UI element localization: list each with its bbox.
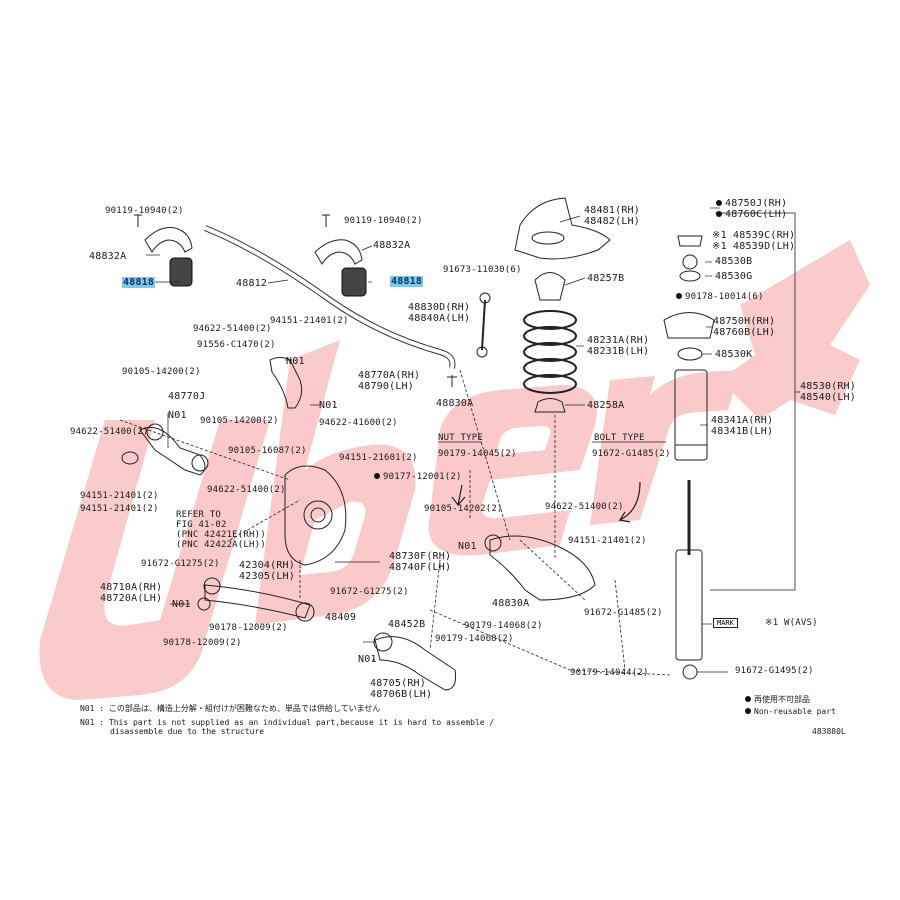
bolt-type-label: BOLT TYPE xyxy=(594,433,645,443)
figure-id: 483880L xyxy=(812,727,846,736)
arm-48730f xyxy=(489,535,596,601)
part-label-90179-a: 90179-14045(2) xyxy=(438,449,517,459)
nut-type-label: NUT TYPE xyxy=(438,433,483,443)
bracket-48832a-right xyxy=(314,239,363,265)
bracket-48832a-left xyxy=(144,227,193,253)
part-label-90178-a: 90178-12009(2) xyxy=(209,623,288,633)
part-label-94151-e: 94151-21401(2) xyxy=(568,536,647,546)
part-label-94622-c: 94622-41600(2) xyxy=(319,418,398,428)
part-label-90179-b: 90179-14068(2) xyxy=(435,634,514,644)
knuckle xyxy=(284,465,347,566)
non-reusable-dot xyxy=(374,473,380,479)
part-label-90119-right: 90119-10940(2) xyxy=(344,216,423,226)
part-label-94622-a: 94622-51400(2) xyxy=(193,324,272,334)
legend-non-reusable: Non-reusable part xyxy=(754,707,836,716)
part-label-48530: 48530(RH)48540(LH) xyxy=(800,381,856,403)
footnote-en-1: N01 : This part is not supplied as an in… xyxy=(80,718,495,727)
part-label-48832a-right: 48832A xyxy=(373,240,411,251)
part-label-48452b: 48452B xyxy=(388,619,426,630)
mark-note: ※1 W(AVS) xyxy=(765,618,818,628)
part-label-90105-a: 90105-14200(2) xyxy=(122,367,201,377)
part-label-91556: 91556-C1470(2) xyxy=(197,340,276,350)
part-label-90119-left: 90119-10940(2) xyxy=(105,206,184,216)
part-label-48818-right: 48818 xyxy=(390,276,424,287)
lower-arm-48705 xyxy=(374,636,456,691)
part-label-94622-b: 94622-51400(2) xyxy=(70,427,149,437)
part-label-48730f: 48730F(RH)48740F(LH) xyxy=(389,551,452,573)
part-label-48257b: 48257B xyxy=(587,273,625,284)
part-label-48710a: 48710A(RH)48720A(LH) xyxy=(100,582,163,604)
part-label-48770j: 48770J xyxy=(168,391,206,402)
part-label-94151-b: 94151-21601(2) xyxy=(339,453,418,463)
part-label-91672-b: 91672-G1275(2) xyxy=(141,559,220,569)
shock-absorber-48530 xyxy=(663,235,715,680)
part-label-48409: 48409 xyxy=(325,612,357,623)
part-label-90105-c: 90105-16087(2) xyxy=(228,446,307,456)
part-label-48231a: 48231A(RH)48231B(LH) xyxy=(587,335,650,357)
part-label-n01-c: N01 xyxy=(319,400,338,411)
part-label-n01-e: N01 xyxy=(172,599,191,610)
part-label-94151-d: 94151-21401(2) xyxy=(80,504,159,514)
part-label-48830d: 48830D(RH)48840A(LH) xyxy=(408,302,471,324)
legend-dot xyxy=(745,708,751,714)
part-label-90179-c: 90179-14068(2) xyxy=(464,621,543,631)
part-label-48750h: 48750H(RH)48760B(LH) xyxy=(713,316,776,338)
coil-spring-48231 xyxy=(523,310,577,394)
part-label-48539c: ※1 48539C(RH)※1 48539D(LH) xyxy=(712,230,796,252)
part-label-48341a: 48341A(RH)48341B(LH) xyxy=(711,415,774,437)
part-label-48770a: 48770A(RH)48790(LH) xyxy=(358,370,421,392)
part-label-90178-c: 90178-10014(6) xyxy=(676,292,764,302)
part-label-48705: 48705(RH)48706B(LH) xyxy=(370,678,433,700)
footnote-jp: N01 : この部品は、構造上分解・組付けが困難なため、単品では供給していません xyxy=(80,704,381,713)
part-label-48530k: 48530K xyxy=(715,349,753,360)
upper-support-48481 xyxy=(514,197,611,260)
part-label-90105-b: 90105-14200(2) xyxy=(200,416,279,426)
part-label-48750j: 48750J(RH) 48760C(LH) xyxy=(716,198,787,220)
part-label-48818-left: 48818 xyxy=(122,277,156,288)
part-label-48530g: 48530G xyxy=(715,271,753,282)
part-label-48830a-bottom: 48830A xyxy=(492,598,530,609)
mark-tag: MARK xyxy=(713,618,738,628)
part-label-48812: 48812 xyxy=(236,278,268,289)
bushing-48818-right xyxy=(341,267,367,297)
part-label-94151-c: 94151-21401(2) xyxy=(80,491,159,501)
part-label-n01-f: N01 xyxy=(358,654,377,665)
part-label-90179-d: 90179-14044(2) xyxy=(570,668,649,678)
part-label-48530b: 48530B xyxy=(715,256,753,267)
lower-arm-48710 xyxy=(204,584,311,619)
legend-reuse: 再使用不可部品 xyxy=(754,695,810,704)
part-label-n01-d: N01 xyxy=(458,541,477,552)
bushing-48818-left xyxy=(169,257,193,287)
legend-dot xyxy=(745,696,751,702)
part-label-48830a-top: 48830A xyxy=(436,398,474,409)
part-label-91672-e: 91672-G1495(2) xyxy=(735,666,814,676)
part-label-91672-d: 91672-G1485(2) xyxy=(584,608,663,618)
part-label-91672-a: 91672-G1485(2) xyxy=(592,449,671,459)
part-label-48258a: 48258A xyxy=(587,400,625,411)
non-reusable-dot xyxy=(716,211,722,217)
part-label-94151-a: 94151-21401(2) xyxy=(270,316,349,326)
non-reusable-dot xyxy=(676,293,682,299)
part-label-90177: 90177-12001(2) xyxy=(374,472,462,482)
part-label-48481: 48481(RH)48482(LH) xyxy=(584,205,640,227)
part-label-42304: 42304(RH)42305(LH) xyxy=(239,560,295,582)
part-label-94622-d: 94622-51400(2) xyxy=(207,485,286,495)
part-label-90105-d: 90105-14202(2) xyxy=(424,504,503,514)
part-label-91672-c: 91672-G1275(2) xyxy=(330,587,409,597)
arm-48770j xyxy=(139,426,206,476)
part-label-48832a-left: 48832A xyxy=(89,251,127,262)
part-label-n01-a: N01 xyxy=(286,356,305,367)
legend: 再使用不可部品 Non-reusable part xyxy=(745,694,836,718)
non-reusable-dot xyxy=(716,200,722,206)
part-label-91673: 91673-11030(6) xyxy=(443,265,522,275)
upper-arm-48770 xyxy=(269,357,303,409)
part-label-90178-b: 90178-12009(2) xyxy=(163,638,242,648)
footnote-en-2: disassemble due to the structure xyxy=(110,727,265,736)
part-label-n01-b: N01 xyxy=(168,410,187,421)
part-label-94622-e: 94622-51400(2) xyxy=(545,502,624,512)
